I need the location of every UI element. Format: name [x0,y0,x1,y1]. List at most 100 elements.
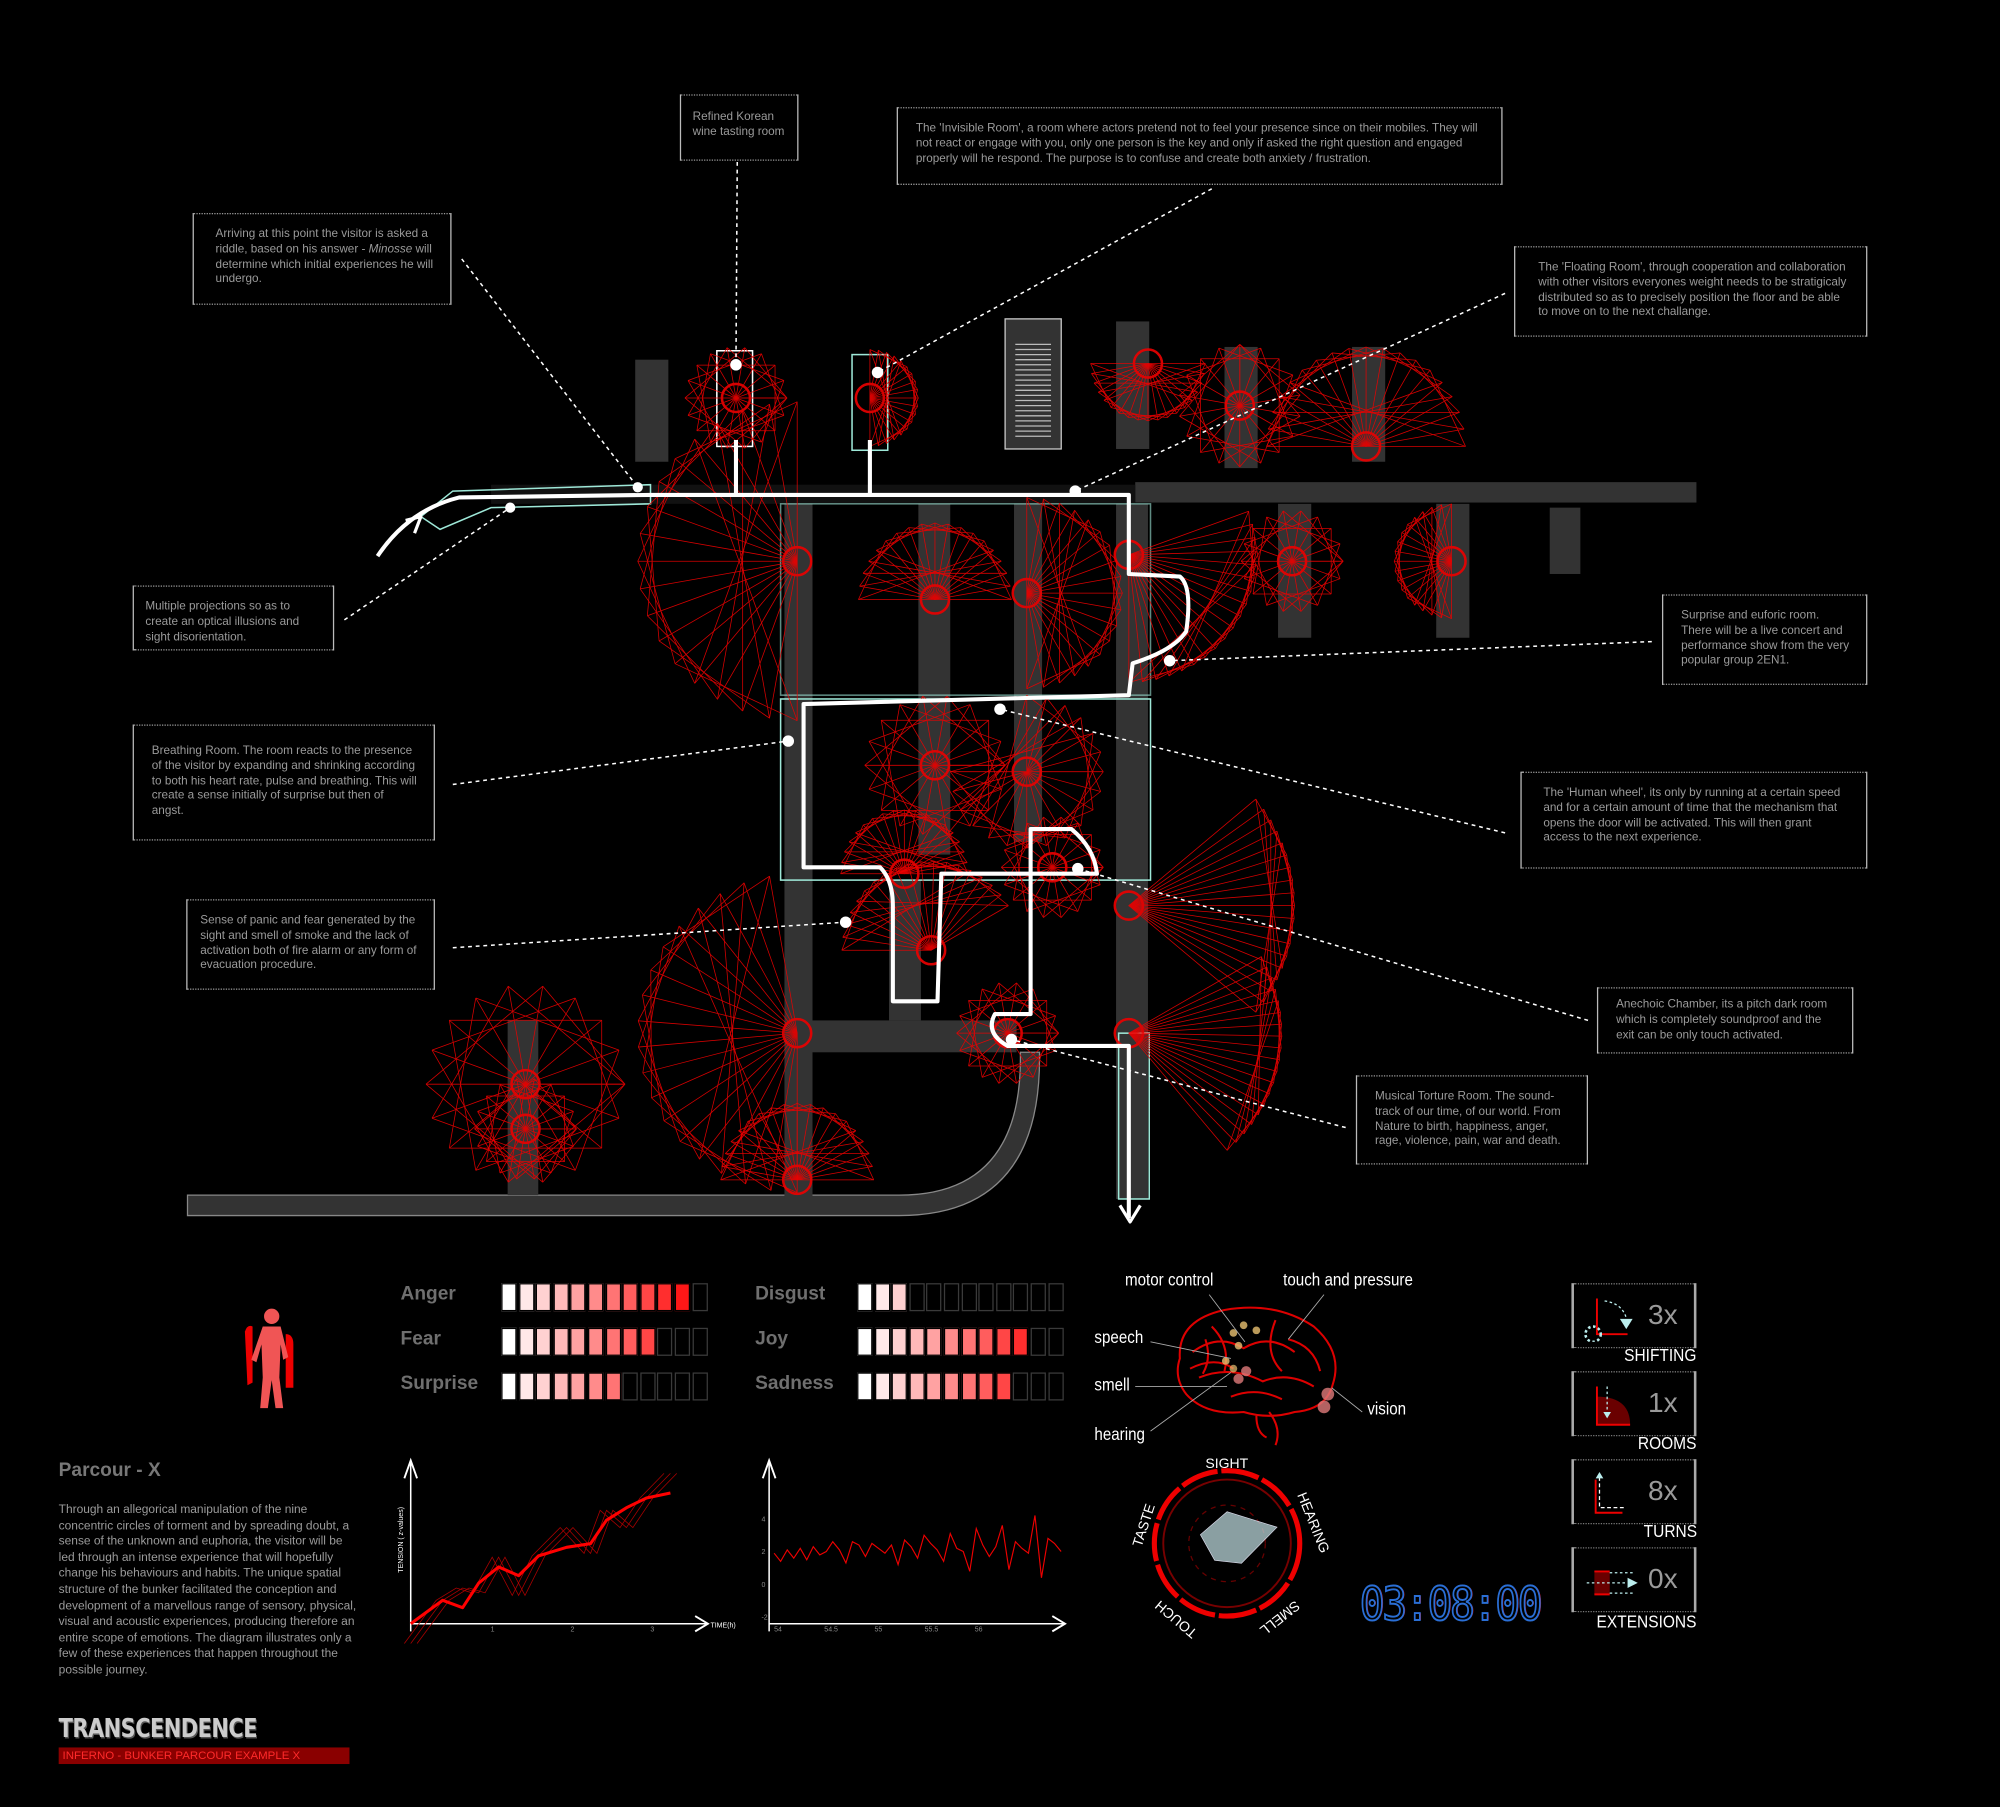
stat-count: 0x [1647,1562,1678,1595]
y-tick-label: 0 [761,1582,765,1589]
noise-line [416,1473,678,1644]
red-fan [1113,510,1257,683]
logo: TRANSCENDENCE [58,1713,258,1744]
meter-cell-filled [535,1372,552,1401]
meter-cell-empty [692,1327,708,1356]
radar-outer-ring [1151,1468,1303,1619]
annotation-invisible-room: The 'Invisible Room', a room where actor… [896,107,1503,185]
meter-cell-empty [622,1372,638,1401]
brain-label-hearing: hearing [1094,1424,1145,1444]
red-fan [1011,497,1123,690]
stat-label: ROOMS [1637,1433,1697,1453]
x-axis-arrow [1051,1615,1067,1633]
visitor-figure-icon [244,1308,294,1409]
meter-cell-filled [501,1283,517,1312]
meter-cell-filled [857,1372,873,1401]
emotion-label: Disgust [755,1283,826,1305]
meter-cell-filled [891,1372,908,1401]
emotion-meter-disgust [857,1283,1064,1312]
annotation-panic-room: Sense of panic and fear generated by the… [186,899,435,990]
red-fan [474,1078,577,1180]
stat-shifting: 3x [1571,1283,1697,1349]
x-tick-label: 55 [874,1626,882,1633]
stat-label: SHIFTING [1624,1345,1697,1365]
leader-lines [343,161,1652,1129]
meter-cell-filled [501,1327,517,1356]
y-tick-label: -2 [761,1615,767,1622]
x-tick-label: 3 [650,1626,654,1633]
brain-label-motor-control: motor control [1124,1270,1214,1290]
meter-cell-filled [1013,1327,1029,1356]
waypoints [505,359,1176,1046]
meter-cell-filled [639,1327,656,1356]
meter-cell-filled [978,1327,994,1356]
emotion-meter-surprise [501,1372,708,1401]
annotation-text: Anechoic Chamber, its a pitch dark room … [1616,997,1828,1041]
annotation-text: Surprise and euforic room. There will be… [1681,608,1850,667]
meter-cell-empty [1047,1283,1064,1312]
annotation-floating-room: The 'Floating Room', through cooperation… [1514,246,1868,337]
meter-cell-empty [1030,1283,1046,1312]
annotation-euphoric-room: Surprise and euforic room. There will be… [1661,594,1868,685]
red-fan [720,1102,875,1196]
brain-diagram [1176,1306,1337,1446]
meter-cell-filled [605,1283,621,1312]
floor-plan [186,161,1697,1224]
radar-label-sight: SIGHT [1205,1456,1249,1472]
meter-cell-empty [1030,1327,1046,1356]
emotion-label: Fear [400,1327,441,1350]
meter-cell-filled [874,1327,890,1356]
noise-line [410,1473,671,1644]
meter-cell-filled [961,1327,977,1356]
meter-cell-filled [909,1327,925,1356]
main-corridor-east [1135,482,1697,503]
meter-cell-empty [1013,1283,1029,1312]
emotion-label: Anger [400,1283,456,1305]
red-fan [1240,510,1344,612]
meter-cell-filled [926,1372,942,1401]
brain-label-speech: speech [1094,1327,1144,1347]
x-tick-label: 55.5 [925,1626,939,1633]
lower-corridor [186,1051,1041,1217]
room-riddle [635,359,669,462]
emotion-label: Sadness [755,1372,834,1395]
stat-count: 8x [1647,1474,1678,1507]
annotation-text: Arriving at this point the visitor is as… [215,227,428,255]
signal-line [773,1515,1062,1578]
meter-cell-filled [605,1327,621,1356]
meter-cell-empty [1047,1327,1064,1356]
x-tick-label: 1 [491,1626,495,1633]
annotation-projections: Multiple projections so as to create an … [132,585,335,651]
meter-cell-empty [995,1283,1012,1312]
annotation-anechoic: Anechoic Chamber, its a pitch dark room … [1596,987,1854,1054]
meter-cell-empty [978,1283,994,1312]
annotation-riddle: Arriving at this point the visitor is as… [192,213,452,305]
red-fan [864,695,1006,835]
meter-cell-filled [943,1372,960,1401]
meter-cell-filled [857,1327,873,1356]
meter-cell-empty [1030,1372,1046,1401]
red-fan [841,860,1009,966]
annotation-text: Multiple projections so as to create an … [145,599,300,643]
annotation-text: will determine which initial experiences… [215,242,434,285]
annotation-text: Refined Korean wine tasting room [692,109,785,138]
tension-line [409,1491,671,1625]
stat-extensions: 0x [1571,1547,1697,1613]
meter-cell-filled [570,1283,586,1312]
meter-cell-filled [587,1372,604,1401]
brain-label-vision: vision [1367,1399,1407,1419]
meter-cell-filled [570,1327,586,1356]
meter-cell-filled [995,1327,1012,1356]
y-tick-label: 2 [761,1549,765,1556]
stat-rooms: 1x [1571,1371,1697,1437]
meter-cell-filled [874,1372,890,1401]
project-title: Parcour - X [58,1459,161,1481]
meter-cell-empty [692,1372,708,1401]
meter-cell-filled [535,1283,552,1312]
red-fan [1179,344,1301,468]
emotion-meter-sadness [857,1372,1064,1401]
red-fan [1266,346,1466,462]
meter-cell-filled [995,1372,1012,1401]
senses-radar [1151,1468,1303,1619]
